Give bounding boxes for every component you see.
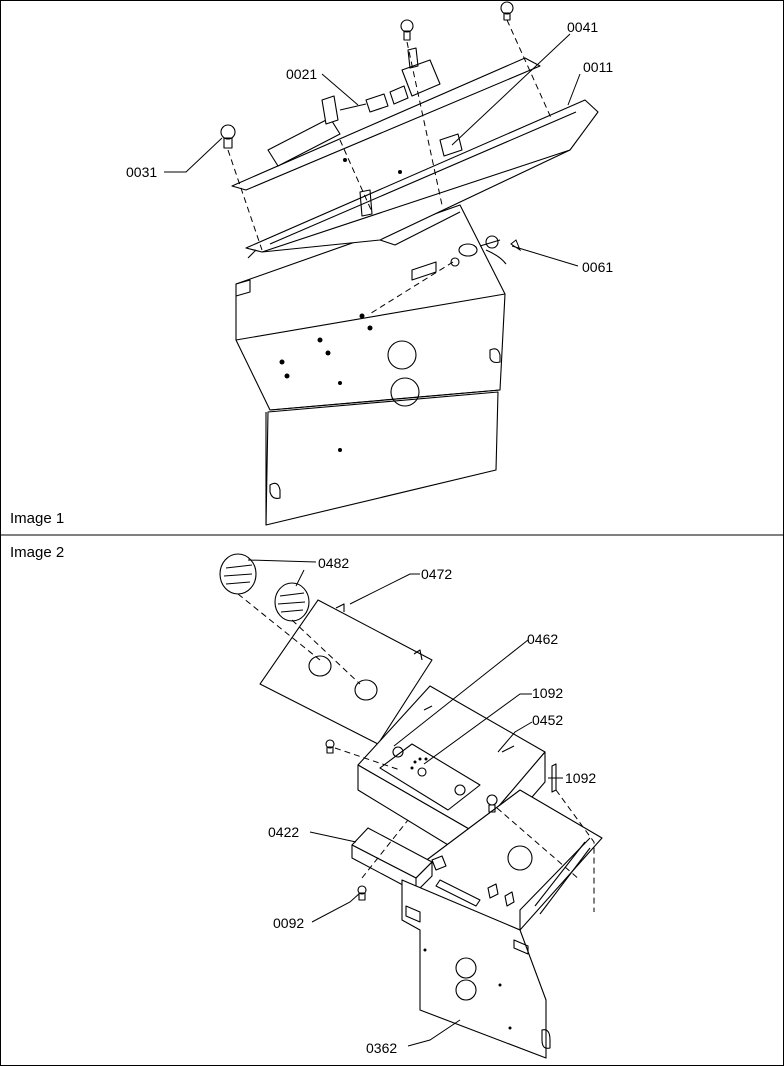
- callout-0422: 0422: [268, 824, 299, 840]
- image-2-assembly: 0482 0472 0462 1092 0452 1092 0422 0092 …: [219, 553, 603, 1059]
- knob-upper: [219, 553, 257, 595]
- top-tray: [245, 99, 599, 259]
- screw-0092: [357, 885, 367, 901]
- front-panel: [259, 599, 433, 745]
- side-bracket: [351, 827, 433, 893]
- ground-screw-0061: [450, 235, 507, 267]
- callout-0041: 0041: [567, 19, 598, 35]
- callout-0362: 0362: [366, 1040, 397, 1056]
- callout-0462: 0462: [527, 631, 558, 647]
- image-1-assembly: 0021 0041 0011 0031 0061: [126, 1, 613, 526]
- control-panel-body: [235, 204, 506, 526]
- screw-1092-right: [486, 794, 498, 813]
- callout-0031: 0031: [126, 164, 157, 180]
- callout-0021: 0021: [286, 66, 317, 82]
- lower-panel: [401, 879, 551, 1059]
- image-1-label: Image 1: [10, 510, 65, 527]
- callout-0061: 0061: [582, 259, 613, 275]
- switch-component: [267, 93, 389, 167]
- callout-0472: 0472: [421, 566, 452, 582]
- callout-1092-upper: 1092: [532, 685, 563, 701]
- callout-1092-right: 1092: [565, 770, 596, 786]
- image-2-label: Image 2: [10, 544, 65, 561]
- callout-0011: 0011: [583, 59, 613, 75]
- knob-lower: [274, 582, 310, 622]
- bracket-component: [359, 133, 463, 217]
- callout-0092: 0092: [273, 915, 304, 931]
- callout-0452: 0452: [532, 712, 563, 728]
- callout-0482: 0482: [318, 555, 349, 571]
- screw-1092-left: [325, 739, 335, 754]
- screw-top-2: [500, 1, 514, 21]
- relay-component: [389, 47, 441, 105]
- screw-0031: [220, 124, 236, 149]
- screw-top-1: [400, 19, 414, 41]
